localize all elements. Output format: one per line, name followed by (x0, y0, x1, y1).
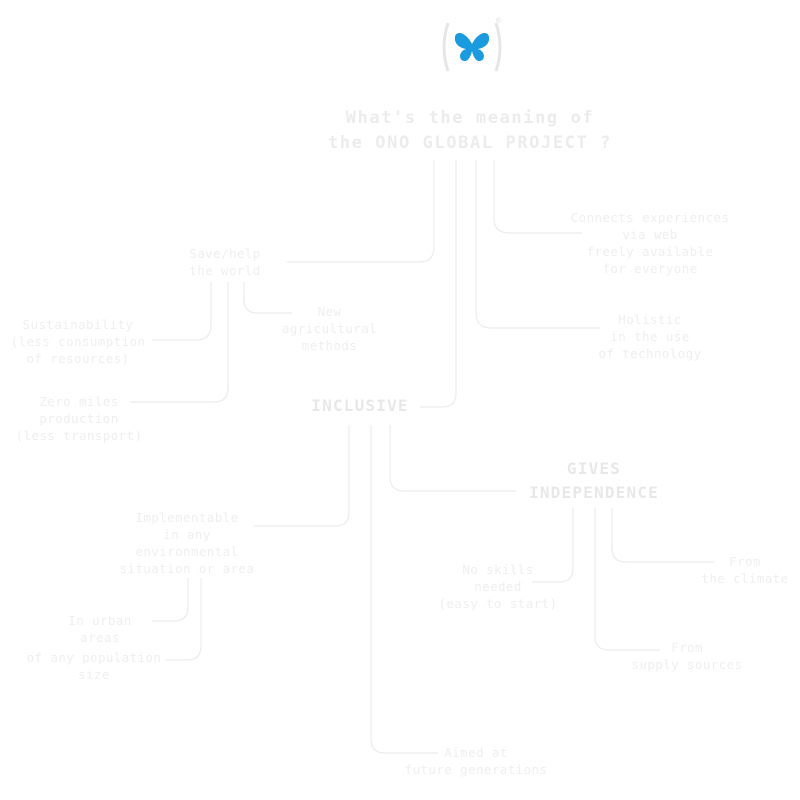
node-sustainability: Sustainability (less consumption of reso… (10, 317, 146, 366)
node-inclusive: INCLUSIVE (311, 396, 409, 415)
node-holistic: Holistic in the use of technology (598, 312, 702, 361)
logo: ® (440, 16, 504, 74)
node-future: Aimed at future generations (404, 745, 548, 777)
node-implementable: Implementable in any environmental situa… (119, 510, 255, 576)
line-indep-to-climate (611, 508, 714, 563)
line-impl-to-population (166, 578, 202, 661)
page-title: What's the meaning of the ONO GLOBAL PRO… (327, 108, 613, 153)
butterfly-icon (442, 22, 502, 72)
node-population: of any population size (26, 650, 162, 682)
node-supply: From supply sources (631, 640, 743, 672)
line-inclusive-to-implementable (254, 425, 350, 527)
node-gives-independence: GIVES INDEPENDENCE (529, 459, 659, 502)
line-indep-to-no-skills (532, 508, 574, 583)
node-zero-miles: Zero miles production (less transport) (15, 394, 143, 443)
line-title-to-connects (493, 160, 582, 234)
line-title-to-inclusive (420, 160, 457, 408)
node-urban: In urban areas (68, 613, 132, 645)
line-title-to-save-help (287, 160, 435, 263)
line-save-to-sustainability (152, 282, 212, 341)
line-impl-to-urban (152, 578, 189, 622)
line-title-to-holistic (475, 160, 600, 329)
line-save-to-zero-miles (130, 282, 229, 403)
node-climate: From the climate (701, 554, 789, 586)
line-indep-to-supply (594, 508, 660, 651)
line-save-to-new-agri (243, 282, 292, 314)
line-inclusive-to-independence (389, 425, 516, 492)
node-no-skills: No skills needed (easy to start) (438, 562, 558, 611)
node-connects: Connects experiences via web freely avai… (570, 210, 730, 276)
registered-mark: ® (496, 16, 501, 25)
node-new-agri: New agricultural methods (281, 304, 378, 353)
node-save-help: Save/help the world (189, 246, 261, 278)
line-inclusive-to-future (370, 425, 438, 754)
